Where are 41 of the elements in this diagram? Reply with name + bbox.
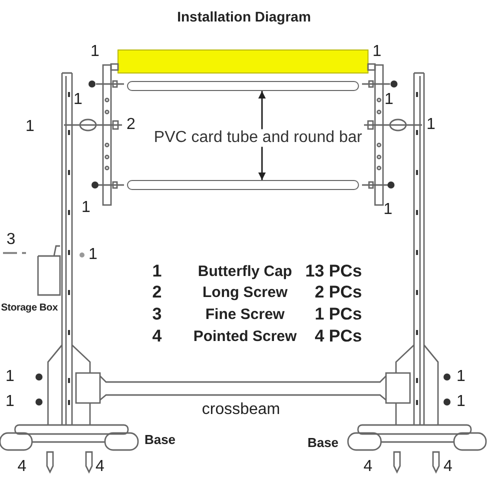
callout-number: 1 (384, 91, 394, 109)
part-label: Base (307, 436, 339, 450)
callout-number: 1 (456, 393, 466, 411)
part-number: 2 (152, 284, 162, 302)
callout-number: 1 (82, 199, 90, 217)
part-label: crossbeam (202, 401, 280, 419)
part-name: Pointed Screw (193, 328, 297, 346)
leader-arrow (258, 146, 266, 180)
callout-number: 1 (88, 246, 98, 264)
callout-number: 4 (364, 458, 372, 476)
quantity: 1 PCs (314, 306, 362, 324)
leader-arrow (258, 91, 266, 130)
part-name: Long Screw (202, 284, 288, 302)
callout-number: 1 (426, 116, 436, 134)
quantity: 2 PCs (314, 284, 362, 302)
callout-number: 4 (18, 458, 26, 476)
callout-number: 4 (444, 458, 452, 476)
callout-number: 1 (74, 91, 82, 109)
part-label: PVC card tube and round bar (154, 129, 362, 147)
part-name: Fine Screw (205, 306, 285, 324)
callout-number: 1 (6, 368, 14, 386)
callout-number: 1 (372, 43, 382, 61)
callout-number: 1 (26, 118, 34, 136)
diagram-title: Installation Diagram (177, 9, 311, 25)
part-label: Base (144, 432, 176, 448)
quantity: 4 PCs (314, 328, 362, 346)
callout-number: 2 (126, 116, 136, 134)
callout-number: 1 (90, 43, 100, 61)
callout-number: 1 (456, 368, 466, 386)
callout-number: 3 (6, 231, 16, 249)
part-number: 1 (152, 262, 162, 282)
callout-number: 1 (384, 201, 392, 219)
callout-number: 4 (96, 458, 104, 476)
part-number: 4 (152, 328, 162, 346)
part-label: Storage Box (1, 302, 58, 314)
part-number: 3 (152, 306, 162, 324)
quantity: 13 PCs (305, 262, 362, 282)
round-bar (127, 180, 359, 190)
callout-number: 1 (6, 393, 14, 411)
round-bar (127, 81, 359, 91)
part-name: Butterfly Cap (198, 264, 292, 280)
